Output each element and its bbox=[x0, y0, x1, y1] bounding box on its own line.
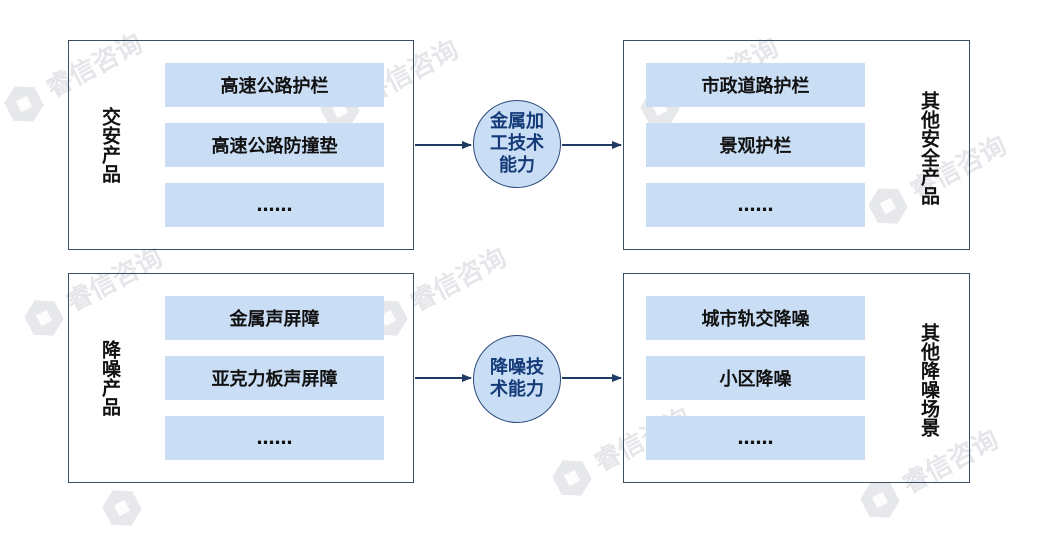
ellipsis-item: …… bbox=[646, 416, 865, 460]
other-noise-scenarios-panel bbox=[623, 273, 970, 483]
acrylic-sound-barrier-item: 亚克力板声屏障 bbox=[165, 356, 384, 400]
ellipsis-item: …… bbox=[165, 416, 384, 460]
noise-reduction-products-panel bbox=[68, 273, 414, 483]
ellipsis-item: …… bbox=[646, 183, 865, 227]
landscape-guardrail-item: 景观护栏 bbox=[646, 123, 865, 167]
noise-reduction-capability-hub: 降噪技 术能力 bbox=[473, 335, 561, 423]
hub-line: 工技术 bbox=[490, 133, 544, 154]
hub-line: 术能力 bbox=[490, 379, 544, 400]
traffic-safety-products-label: 交安产品 bbox=[99, 107, 121, 183]
municipal-road-guardrail-item: 市政道路护栏 bbox=[646, 63, 865, 107]
metal-sound-barrier-item: 金属声屏障 bbox=[165, 296, 384, 340]
highway-crash-cushion-item: 高速公路防撞垫 bbox=[165, 123, 384, 167]
urban-rail-noise-reduction-item: 城市轨交降噪 bbox=[646, 296, 865, 340]
metal-processing-capability-hub: 金属加 工技术 能力 bbox=[473, 100, 561, 188]
other-safety-products-label: 其他安全产品 bbox=[918, 91, 940, 205]
hub-line: 能力 bbox=[499, 155, 535, 176]
hub-line: 降噪技 bbox=[490, 357, 544, 378]
highway-guardrail-item: 高速公路护栏 bbox=[165, 63, 384, 107]
noise-reduction-products-label: 降噪产品 bbox=[99, 340, 121, 416]
hub-line: 金属加 bbox=[490, 111, 544, 132]
residential-noise-reduction-item: 小区降噪 bbox=[646, 356, 865, 400]
other-safety-products-panel bbox=[623, 40, 970, 250]
traffic-safety-products-panel bbox=[68, 40, 414, 250]
other-noise-scenarios-label: 其他降噪场景 bbox=[918, 323, 940, 437]
ellipsis-item: …… bbox=[165, 183, 384, 227]
